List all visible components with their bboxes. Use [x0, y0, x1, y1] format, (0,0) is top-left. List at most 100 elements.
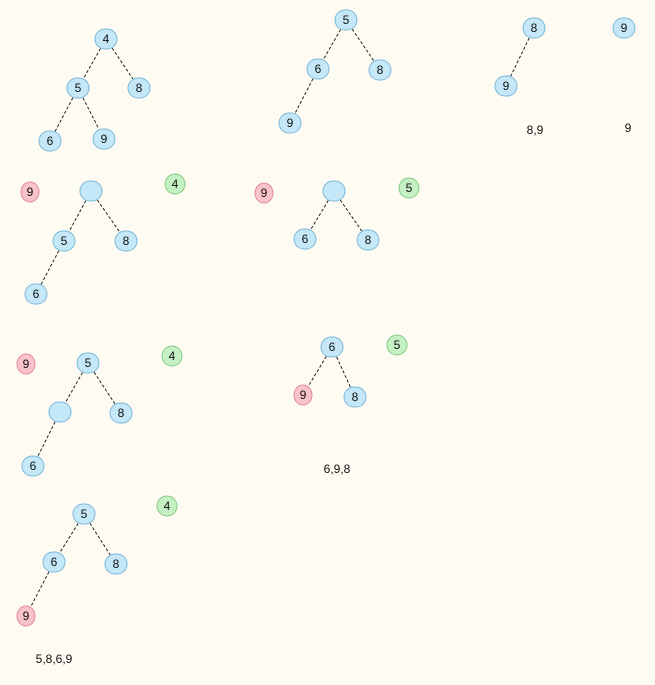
node-label: 4 — [103, 32, 110, 46]
heap-node: 6 — [42, 551, 66, 573]
node-label: 6 — [30, 459, 37, 473]
heap-node — [48, 401, 72, 423]
removed-node: 9 — [293, 384, 313, 406]
tree-edge — [37, 421, 56, 457]
node-label: 8 — [136, 81, 143, 95]
tree-edge — [351, 28, 375, 62]
node-label: 5 — [75, 81, 82, 95]
node-label: 9 — [27, 185, 34, 199]
node-label: 9 — [300, 388, 307, 402]
panel-1: 4 5 8 6 9 — [38, 28, 151, 152]
node-label: 5 — [81, 507, 88, 521]
node-label: 5 — [343, 13, 350, 27]
heap-node: 5 — [52, 230, 76, 252]
node-label: 5 — [61, 234, 68, 248]
heap-node: 5 — [76, 352, 100, 374]
node-shape — [92, 128, 116, 150]
heap-node: 8 — [522, 17, 546, 39]
node-label: 9 — [261, 186, 268, 200]
heap-node: 6 — [293, 228, 317, 250]
panel-caption: 9 — [625, 121, 632, 135]
heap-node: 8 — [368, 59, 392, 81]
extracted-node: 5 — [386, 334, 408, 356]
heap-node: 8 — [127, 77, 151, 99]
node-shape — [24, 283, 48, 305]
node-label: 8 — [365, 233, 372, 247]
node-label: 9 — [287, 116, 294, 130]
node-shape — [522, 17, 546, 39]
node-shape — [356, 229, 380, 251]
heap-node — [322, 180, 346, 202]
node-label: 8 — [377, 63, 384, 77]
node-shape — [494, 75, 518, 97]
removed-node: 9 — [254, 182, 274, 204]
heap-node: 8 — [104, 553, 128, 575]
heap-node: 4 — [94, 28, 118, 50]
node-shape — [52, 230, 76, 252]
panel-4: 99 — [612, 17, 636, 135]
node-shape — [127, 77, 151, 99]
extracted-node: 5 — [398, 177, 420, 199]
heap-node: 5 — [72, 503, 96, 525]
node-shape — [306, 58, 330, 80]
node-label: 9 — [503, 79, 510, 93]
tree-edge — [339, 199, 363, 232]
panel-caption: 5,8,6,9 — [36, 652, 73, 666]
node-shape — [76, 352, 100, 374]
heap-node: 6 — [38, 130, 62, 152]
panel-caption: 6,9,8 — [324, 462, 351, 476]
tree-edge — [89, 522, 111, 556]
heap-node: 9 — [92, 128, 116, 150]
node-shape — [293, 384, 313, 406]
node-shape — [254, 182, 274, 204]
node-shape — [278, 112, 302, 134]
node-shape — [386, 334, 408, 356]
tree-edge — [111, 47, 134, 80]
node-shape — [16, 353, 36, 375]
node-shape — [334, 9, 358, 31]
node-shape — [164, 173, 186, 195]
node-shape — [94, 28, 118, 50]
tree-edge — [336, 356, 351, 388]
panel-6: 9 5 6 8 — [254, 177, 420, 251]
heap-node: 5 — [334, 9, 358, 31]
node-label: 8 — [352, 390, 359, 404]
node-shape — [109, 402, 133, 424]
tree-edge — [307, 356, 327, 387]
heap-node: 9 — [612, 17, 636, 39]
heap-node: 6 — [21, 455, 45, 477]
node-shape — [21, 455, 45, 477]
tree-edge — [40, 250, 60, 285]
tree-edge — [59, 523, 79, 553]
tree-edge — [310, 200, 329, 230]
extracted-node: 4 — [161, 345, 183, 367]
panel-8: 6 5 9 8 6,9,8 — [293, 334, 408, 476]
node-shape — [72, 503, 96, 525]
node-shape — [320, 336, 344, 358]
node-shape — [42, 551, 66, 573]
node-shape — [20, 181, 40, 203]
node-shape — [104, 553, 128, 575]
node-shape — [114, 230, 138, 252]
tree-edge — [65, 372, 83, 403]
node-label: 4 — [169, 349, 176, 363]
node-shape — [79, 180, 103, 202]
node-shape — [368, 59, 392, 81]
node-label: 9 — [621, 21, 628, 35]
tree-edge — [510, 37, 530, 77]
extracted-node: 4 — [156, 495, 178, 517]
node-shape — [48, 401, 72, 423]
node-label: 4 — [164, 499, 171, 513]
heap-node: 6 — [24, 283, 48, 305]
node-shape — [343, 386, 367, 408]
removed-node: 9 — [16, 353, 36, 375]
tree-edge — [83, 48, 101, 79]
node-shape — [38, 130, 62, 152]
panel-caption: 8,9 — [527, 123, 544, 137]
node-label: 6 — [47, 134, 54, 148]
tree-edge — [54, 97, 74, 132]
node-label: 6 — [329, 340, 336, 354]
